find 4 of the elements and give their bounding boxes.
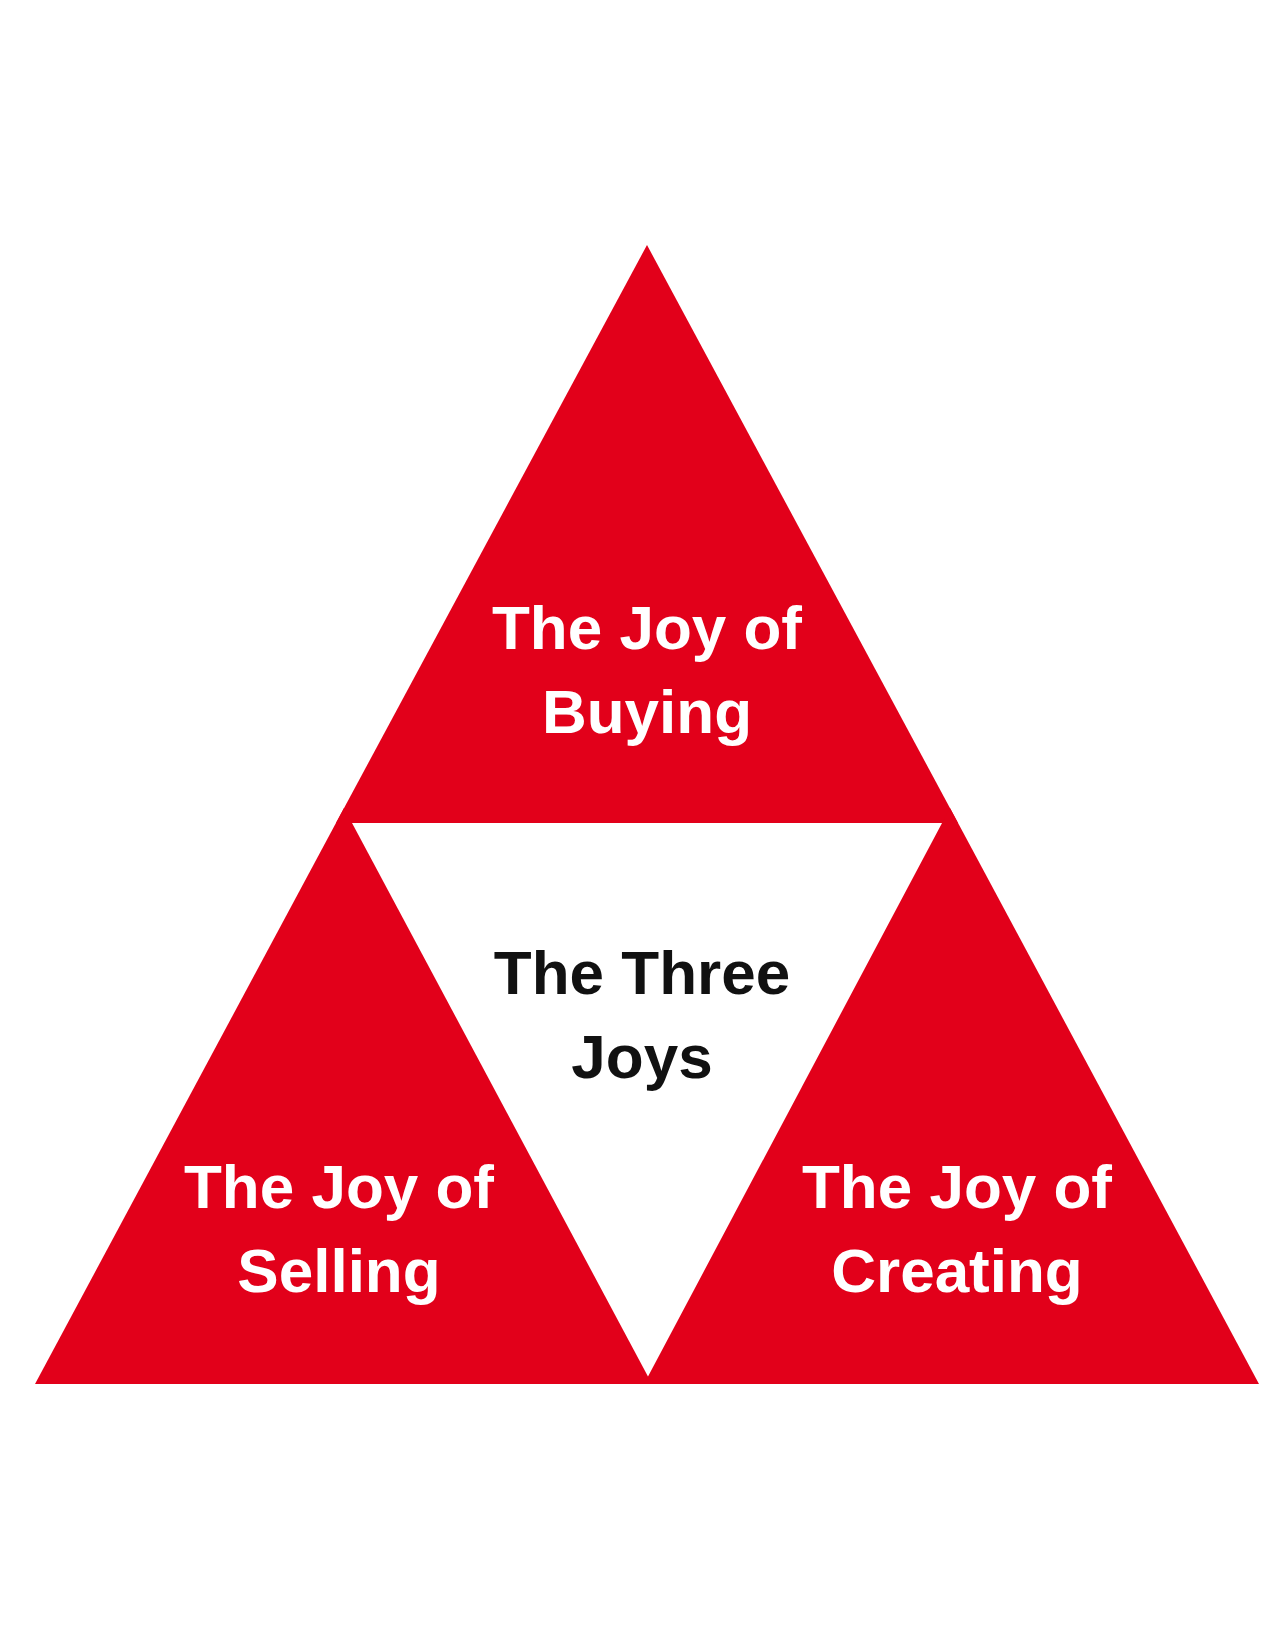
panel-title: The Joy of Buying — [491, 592, 803, 748]
center-title: The Three Joys — [492, 937, 792, 1093]
panel-title: The Joy of Selling — [183, 1151, 495, 1307]
panel-title: The Joy of Creating — [801, 1151, 1113, 1307]
